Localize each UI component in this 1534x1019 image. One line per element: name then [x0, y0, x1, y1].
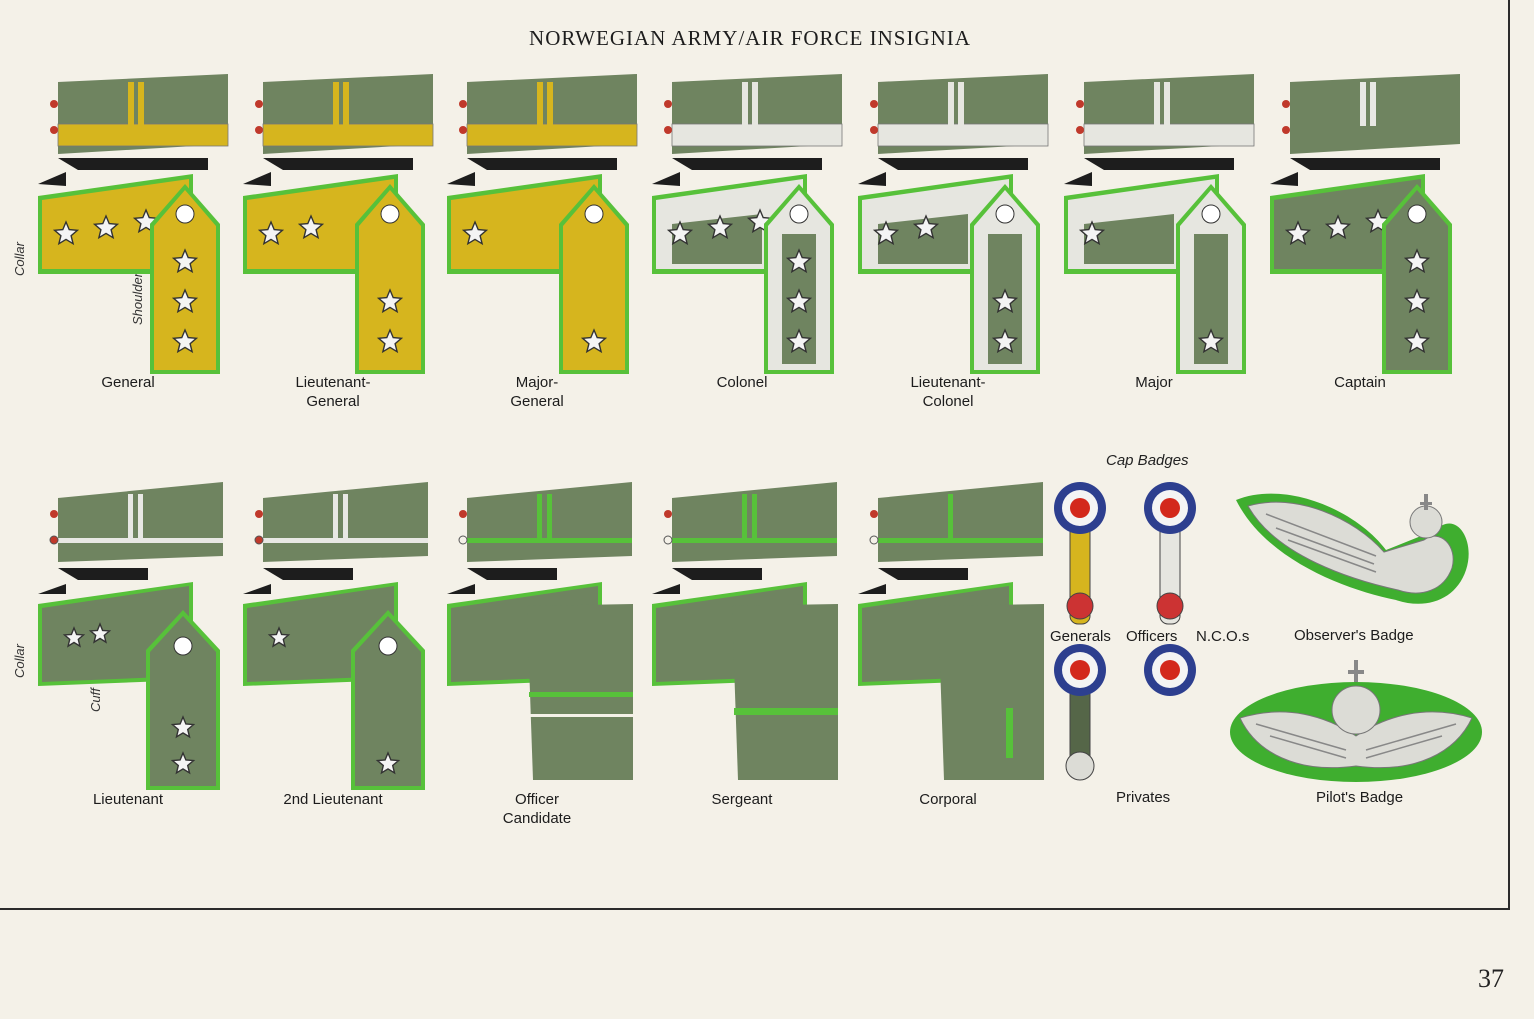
rank-star-icon [171, 288, 199, 314]
page-frame [0, 0, 1510, 910]
page-number: 37 [1478, 964, 1504, 993]
rank-insignia-row2-1 [243, 482, 428, 790]
rank-star-icon [1324, 214, 1352, 240]
rank-insignia-row2-0 [38, 482, 223, 790]
rank-star-icon [170, 715, 196, 739]
rank-label: 2nd Lieutenant [283, 791, 383, 808]
cap-label-officers: Officers [1126, 628, 1178, 645]
rank-star-icon [785, 328, 813, 354]
rank-star-icon [1197, 328, 1225, 354]
pilots-badge-label: Pilot's Badge [1316, 789, 1404, 806]
page-title: NORWEGIAN ARMY/AIR FORCE INSIGNIA [529, 26, 971, 50]
rank-star-icon [267, 626, 291, 648]
rank-star-icon [1403, 248, 1431, 274]
rank-star-icon [991, 288, 1019, 314]
rank-star-icon [872, 220, 900, 246]
rank-star-icon [52, 220, 80, 246]
rank-star-icon [785, 288, 813, 314]
rank-label: Lieutenant- General [295, 374, 371, 410]
rank-star-icon [991, 328, 1019, 354]
rank-insignia-row2-2 [447, 482, 633, 780]
rank-star-icon [88, 622, 112, 644]
observers-badge-icon [1236, 493, 1469, 604]
rank-star-icon [666, 220, 694, 246]
rank-label: Lieutenant [92, 791, 164, 808]
rank-label: Corporal [919, 791, 977, 808]
rank-insignia-2 [447, 74, 638, 374]
rank-insignia-0 [38, 74, 229, 374]
rank-star-icon [1403, 288, 1431, 314]
rank-star-icon [580, 328, 608, 354]
cap-badges-title: Cap Badges [1106, 452, 1189, 469]
rank-star-icon [1078, 220, 1106, 246]
rank-star-icon [257, 220, 285, 246]
rank-label: Colonel [716, 374, 768, 391]
rank-label: General [101, 374, 155, 391]
rank-insignia-row2-3 [652, 482, 838, 780]
collar-side-label: Collar [12, 242, 27, 276]
rank-star-icon [171, 248, 199, 274]
rank-insignia-1 [243, 74, 434, 374]
rank-label: Lieutenant- Colonel [910, 374, 986, 410]
rank-label: Officer Candidate [502, 791, 572, 827]
cap-label-ncos: N.C.O.s [1196, 628, 1250, 645]
rank-star-icon [92, 214, 120, 240]
rank-star-icon [1403, 328, 1431, 354]
rank-insignia-4 [858, 74, 1049, 374]
pilots-badge-icon [1230, 660, 1482, 782]
rank-insignia-3 [652, 74, 843, 374]
rank-star-icon [171, 328, 199, 354]
cap-label-privates: Privates [1116, 789, 1171, 806]
observers-badge-label: Observer's Badge [1294, 627, 1414, 644]
rank-star-icon [297, 214, 325, 240]
cap-label-generals: Generals [1050, 628, 1111, 645]
rank-star-icon [912, 214, 940, 240]
rank-label: Captain [1334, 374, 1386, 391]
rank-label: Major- General [510, 374, 564, 410]
rank-star-icon [461, 220, 489, 246]
rank-insignia-5 [1064, 74, 1255, 374]
rank-star-icon [170, 751, 196, 775]
rank-star-icon [376, 288, 404, 314]
collar-side-label-2: Collar [12, 644, 27, 678]
rank-star-icon [1284, 220, 1312, 246]
rank-star-icon [62, 626, 86, 648]
rank-star-icon [376, 328, 404, 354]
rank-label: Major [1135, 374, 1173, 391]
rank-star-icon [706, 214, 734, 240]
rank-star-icon [375, 751, 401, 775]
rank-insignia-6 [1270, 74, 1460, 374]
rank-insignia-row2-4 [858, 482, 1044, 780]
rank-star-icon [785, 248, 813, 274]
cap-badges-illustration [1054, 482, 1196, 781]
rank-label: Sergeant [711, 791, 773, 808]
